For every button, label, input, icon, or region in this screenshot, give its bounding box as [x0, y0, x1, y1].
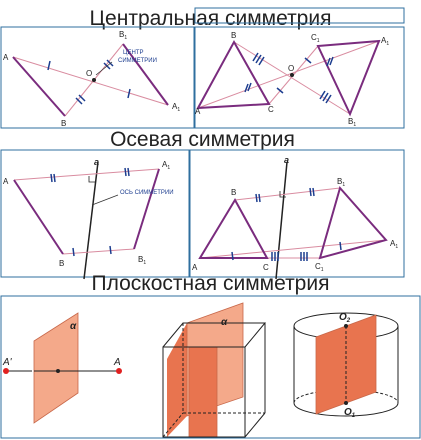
axial-triangles-diagram: a A B C A1 B1 C1: [189, 149, 405, 280]
svg-text:a: a: [94, 157, 99, 167]
svg-text:B1: B1: [138, 255, 146, 266]
svg-text:A1: A1: [381, 36, 389, 47]
label-center-line2: СИММЕТРИИ: [118, 58, 157, 64]
label-b1: B1: [119, 30, 127, 41]
panel-planar: α A' A α O2: [0, 295, 421, 440]
svg-text:B: B: [231, 31, 236, 40]
svg-text:B1: B1: [348, 117, 356, 128]
svg-text:O2: O2: [339, 312, 351, 324]
point-a-prime: [3, 368, 9, 374]
guide-line-a-a1: [12, 56, 169, 106]
cube-plane-figure: α: [162, 302, 267, 438]
svg-text:O: O: [288, 64, 294, 73]
svg-text:C: C: [263, 263, 269, 272]
triangle-a1b1c1: [316, 39, 381, 117]
svg-text:a: a: [284, 155, 289, 165]
svg-text:α: α: [221, 317, 228, 328]
segment-ab: [12, 56, 66, 117]
svg-text:C1: C1: [315, 262, 324, 273]
label-a1: A1: [172, 102, 180, 113]
svg-text:A1: A1: [162, 160, 170, 171]
svg-text:B: B: [59, 259, 64, 268]
svg-text:C: C: [268, 105, 274, 114]
center-pointer: [95, 61, 113, 76]
svg-text:A: A: [195, 107, 201, 116]
symmetry-axis: [83, 161, 99, 280]
svg-text:A1: A1: [390, 239, 398, 250]
panel-central-triangles: A B C O A1 B1 C1: [194, 0, 405, 130]
panel-axial-segment: a A B A1 B1 ОСЬ СИММЕТРИИ: [0, 148, 190, 280]
plane-alpha: [33, 312, 79, 424]
title-axial-symmetry: Осевая симметрия: [110, 128, 295, 151]
svg-text:A': A': [2, 357, 13, 368]
segment-a1b1: [122, 43, 169, 106]
title-central-symmetry: Центральная симметрия: [89, 7, 332, 30]
label-b: B: [61, 119, 66, 128]
axial-segment-diagram: a A B A1 B1 ОСЬ СИММЕТРИИ: [0, 149, 190, 280]
central-segment-diagram: A B B1 A1 O ЦЕНТР СИММЕТРИИ: [0, 26, 195, 129]
point-a: [116, 368, 122, 374]
svg-text:A: A: [113, 357, 121, 368]
svg-text:C1: C1: [311, 33, 320, 44]
center-point: [92, 78, 96, 82]
svg-text:A: A: [192, 263, 198, 272]
panel-central-segment: A B B1 A1 O ЦЕНТР СИММЕТРИИ: [0, 0, 195, 130]
svg-text:O1: O1: [344, 407, 356, 419]
svg-text:α: α: [70, 321, 77, 332]
planar-symmetry-diagram: α A' A α O2: [0, 295, 421, 439]
triangle-abc: [196, 39, 271, 110]
svg-text:B: B: [231, 188, 236, 197]
title-planar-symmetry: Плоскостная симметрия: [91, 272, 330, 295]
svg-text:ОСЬ СИММЕТРИИ: ОСЬ СИММЕТРИИ: [120, 190, 174, 196]
label-a: A: [3, 53, 9, 62]
plane-cylinder: [315, 314, 377, 415]
label-center-line1: ЦЕНТР: [123, 50, 143, 56]
equal-ticks: [47, 59, 131, 105]
panel-axial-triangles: a A B C A1 B1 C1: [189, 148, 405, 280]
svg-text:A: A: [3, 177, 9, 186]
plane-points-figure: α A' A: [2, 312, 122, 424]
svg-text:B1: B1: [337, 177, 345, 188]
central-triangles-diagram: A B C O A1 B1 C1: [194, 7, 405, 129]
label-o: O: [86, 69, 92, 78]
cylinder-plane-figure: O2 O1: [293, 312, 399, 419]
